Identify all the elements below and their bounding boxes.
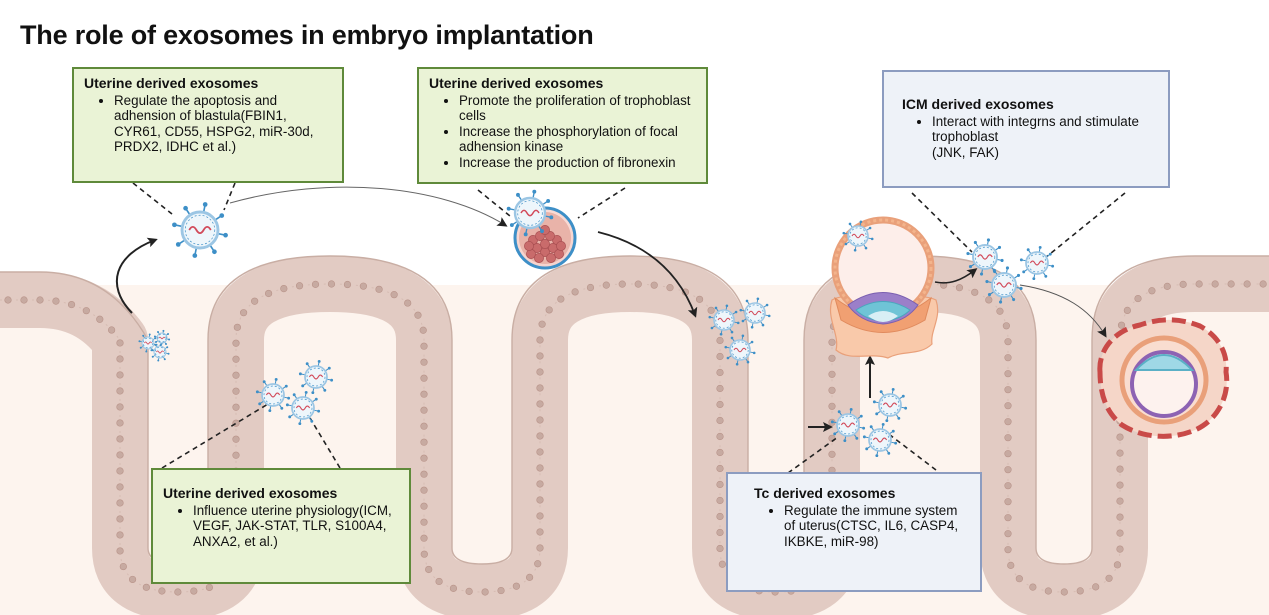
arrow-to-icm-exosomes: [934, 268, 978, 284]
callout-lines: [132, 182, 1126, 474]
exosome-icon: [153, 329, 171, 347]
callout-bullet: Influence uterine physiology(ICM, VEGF, …: [193, 503, 399, 550]
exosome-icon: [739, 297, 771, 329]
callout-bullet: Interact with integrns and stimulate tro…: [932, 114, 1152, 145]
exosome-icon: [985, 266, 1023, 304]
arrow-to-uterine-exosome: [115, 237, 158, 314]
callout-tc-exosomes: Tc derived exosomes Regulate the immune …: [726, 472, 982, 592]
callout-heading: Uterine derived exosomes: [429, 75, 604, 91]
callout-uterine-physiology: Uterine derived exosomes Influence uteri…: [151, 468, 411, 584]
exosome-icon: [708, 304, 740, 336]
arrow-to-epithelium: [597, 231, 698, 318]
exosome-icon: [172, 202, 228, 258]
arrow-to-blastocyst: [229, 186, 508, 227]
exosome-icon: [872, 387, 908, 423]
callout-bullet: Increase the phosphorylation of focal ad…: [459, 124, 696, 155]
exosome-icon: [966, 238, 1004, 276]
callout-bullet: Regulate the immune system of uterus(CTS…: [784, 503, 968, 550]
callout-heading: ICM derived exosomes: [902, 96, 1054, 112]
implanted-embryo: [1097, 317, 1230, 439]
exosome-icon: [830, 407, 866, 443]
exosome-icon: [1019, 245, 1055, 281]
exosome-icon: [255, 377, 291, 413]
exosome-icon: [298, 359, 334, 395]
callout-uterine-proliferation: Uterine derived exosomes Promote the pro…: [417, 67, 708, 184]
exosome-icon: [842, 220, 874, 252]
page-title: The role of exosomes in embryo implantat…: [20, 20, 594, 50]
callout-uterine-apoptosis: Uterine derived exosomes Regulate the ap…: [72, 67, 344, 183]
exosome-icon: [724, 334, 756, 366]
exosome-icon: [506, 189, 554, 237]
callout-heading: Tc derived exosomes: [754, 485, 896, 501]
callout-heading: Uterine derived exosomes: [163, 485, 338, 501]
callout-bullet-extra: (JNK, FAK): [932, 144, 999, 160]
callout-heading: Uterine derived exosomes: [84, 75, 259, 91]
exosome-icon: [862, 422, 898, 458]
callout-bullet: Increase the production of fibronexin: [459, 155, 696, 171]
callout-bullet: Regulate the apoptosis and adhension of …: [114, 93, 332, 155]
callout-icm-exosomes: ICM derived exosomes Interact with integ…: [882, 70, 1170, 188]
exosome-icon: [285, 390, 321, 426]
callout-bullet: Promote the proliferation of trophoblast…: [459, 93, 696, 124]
arrow-to-implanted-embryo: [1019, 284, 1107, 338]
exosome-icon: [138, 333, 158, 353]
implanting-blastocyst: [830, 216, 939, 359]
exosome-icon: [150, 342, 170, 362]
